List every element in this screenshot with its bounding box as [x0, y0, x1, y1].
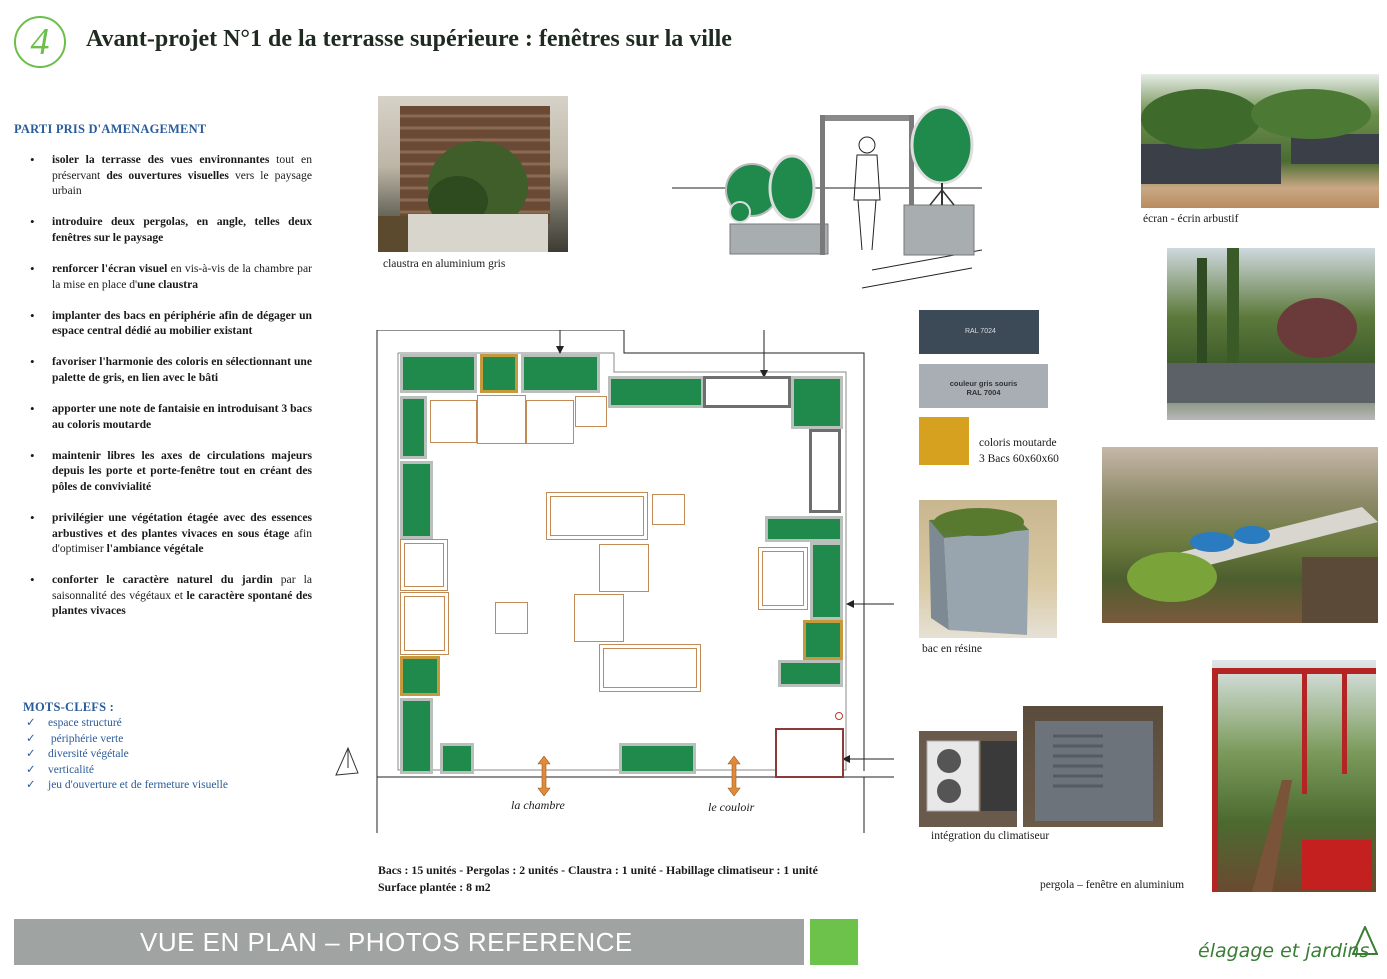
check-icon: ✓ — [26, 748, 36, 760]
climatiseur-photo — [919, 731, 1017, 827]
surface-line: Surface plantée : 8 m2 — [378, 879, 491, 894]
company-logo: élagage et jardins — [1198, 940, 1370, 962]
ecran-caption: écran - écrin arbustif — [1143, 213, 1239, 225]
bac-mustard — [803, 620, 843, 660]
door-arrow-couloir-icon — [727, 756, 741, 796]
leaf-logo-icon — [1352, 926, 1378, 955]
keyword-item: ✓ périphérie verte — [26, 732, 228, 748]
bac-green — [400, 354, 477, 393]
bac-mustard — [400, 656, 440, 696]
keyword-item: ✓jeu d'ouverture et de fermeture visuell… — [26, 778, 228, 794]
bac-green — [400, 698, 433, 774]
bacs-photo — [1167, 248, 1375, 420]
furniture — [430, 400, 477, 443]
furniture — [575, 396, 607, 427]
parti-item: privilégier une végétation étagée avec d… — [30, 510, 312, 557]
check-icon: ✓ — [26, 732, 36, 745]
furniture-chair — [758, 547, 808, 610]
mustard-size-caption: 3 Bacs 60x60x60 — [979, 453, 1059, 465]
footer-accent — [810, 919, 858, 965]
furniture — [495, 602, 528, 634]
furniture-chair — [400, 539, 448, 591]
parti-item: conforter le caractère naturel du jardin… — [30, 572, 312, 619]
climatiseur-illustration — [926, 740, 1017, 812]
bac-green — [765, 516, 843, 542]
furniture — [477, 395, 526, 444]
door-arrow-chambre-icon — [537, 756, 551, 796]
keywords-heading: MOTS-CLEFS : — [23, 700, 114, 714]
bac-green — [400, 461, 433, 539]
check-icon: ✓ — [26, 779, 36, 791]
claustra-caption: claustra en aluminium gris — [383, 258, 506, 270]
bac-green — [778, 660, 843, 687]
parti-item: implanter des bacs en périphérie afin de… — [30, 308, 312, 339]
bac-resine-photo — [919, 500, 1057, 638]
bac-mustard — [480, 354, 518, 393]
habillage-photo — [1023, 706, 1163, 827]
pergola-illustration — [1212, 668, 1376, 892]
keyword-item: ✓diversité végétale — [26, 747, 228, 763]
furniture-chair — [400, 592, 449, 655]
mustard-caption: coloris moutarde — [979, 437, 1057, 449]
parti-item: favoriser l'harmonie des coloris en séle… — [30, 354, 312, 385]
site-plan: la chambre le couloir — [334, 330, 894, 835]
habillage-illustration — [1035, 721, 1153, 821]
bac-green — [608, 376, 704, 408]
bac-green — [810, 542, 843, 620]
bac-green — [791, 376, 843, 429]
check-icon: ✓ — [26, 763, 36, 776]
terrasse-photo — [1102, 447, 1378, 623]
swatch-ral7004: couleur gris souris RAL 7004 — [919, 364, 1048, 408]
parti-item: apporter une note de fantaisie en introd… — [30, 401, 312, 432]
ecran-illustration — [1141, 89, 1379, 184]
parti-item: introduire deux pergolas, en angle, tell… — [30, 214, 312, 245]
bac-green — [440, 743, 474, 774]
bac-green — [619, 743, 696, 774]
furniture — [652, 494, 685, 525]
page-title: Avant-projet N°1 de la terrasse supérieu… — [86, 26, 732, 52]
parti-list: isoler la terrasse des vues environnante… — [30, 152, 312, 635]
label-chambre: la chambre — [511, 798, 565, 812]
swatch-mustard — [919, 417, 969, 465]
pergola-caption: pergola – fenêtre en aluminium — [1040, 879, 1185, 891]
parti-heading: PARTI PRIS D'AMENAGEMENT — [14, 122, 207, 136]
bac-resine-illustration — [929, 508, 1029, 635]
furniture — [599, 544, 649, 592]
footer-title: VUE EN PLAN – PHOTOS REFERENCE — [140, 927, 633, 957]
bac-green — [400, 396, 427, 459]
bac-resine-caption: bac en résine — [922, 643, 983, 655]
plan-outline — [335, 330, 894, 833]
pergola-photo — [1212, 660, 1376, 892]
furniture — [526, 400, 574, 444]
swatch-ral7024: RAL 7024 — [919, 310, 1039, 354]
keyword-item: ✓espace structuré — [26, 716, 228, 732]
footer-bar — [14, 919, 804, 965]
pergola-east — [809, 429, 841, 513]
climatiseur-enclosure — [775, 728, 844, 778]
climatiseur-caption: intégration du climatiseur — [931, 830, 1050, 842]
furniture — [574, 594, 624, 642]
bac-green — [521, 354, 600, 393]
quantities-line: Bacs : 15 unités - Pergolas : 2 unités -… — [378, 863, 818, 877]
parti-item: isoler la terrasse des vues environnante… — [30, 152, 312, 199]
furniture-table — [546, 492, 648, 540]
bacs-illustration — [1167, 248, 1375, 403]
ecran-photo — [1141, 74, 1379, 208]
claustra-illustration — [378, 106, 550, 252]
pergola-north — [703, 376, 791, 408]
pergola-sketch — [672, 105, 982, 289]
keyword-item: ✓verticalité — [26, 763, 228, 779]
label-couloir: le couloir — [708, 800, 755, 814]
parti-item: maintenir libres les axes de circulation… — [30, 448, 312, 495]
terrasse-illustration — [1127, 507, 1378, 623]
section-number-badge: 4 — [14, 16, 66, 68]
keywords-list: ✓espace structuré ✓ périphérie verte ✓di… — [26, 716, 228, 794]
quantities: Bacs : 15 unités - Pergolas : 2 unités -… — [378, 862, 818, 895]
furniture-table — [599, 644, 701, 692]
check-icon: ✓ — [26, 717, 36, 729]
parti-item: renforcer l'écran visuel en vis-à-vis de… — [30, 261, 312, 292]
claustra-photo — [378, 96, 568, 252]
